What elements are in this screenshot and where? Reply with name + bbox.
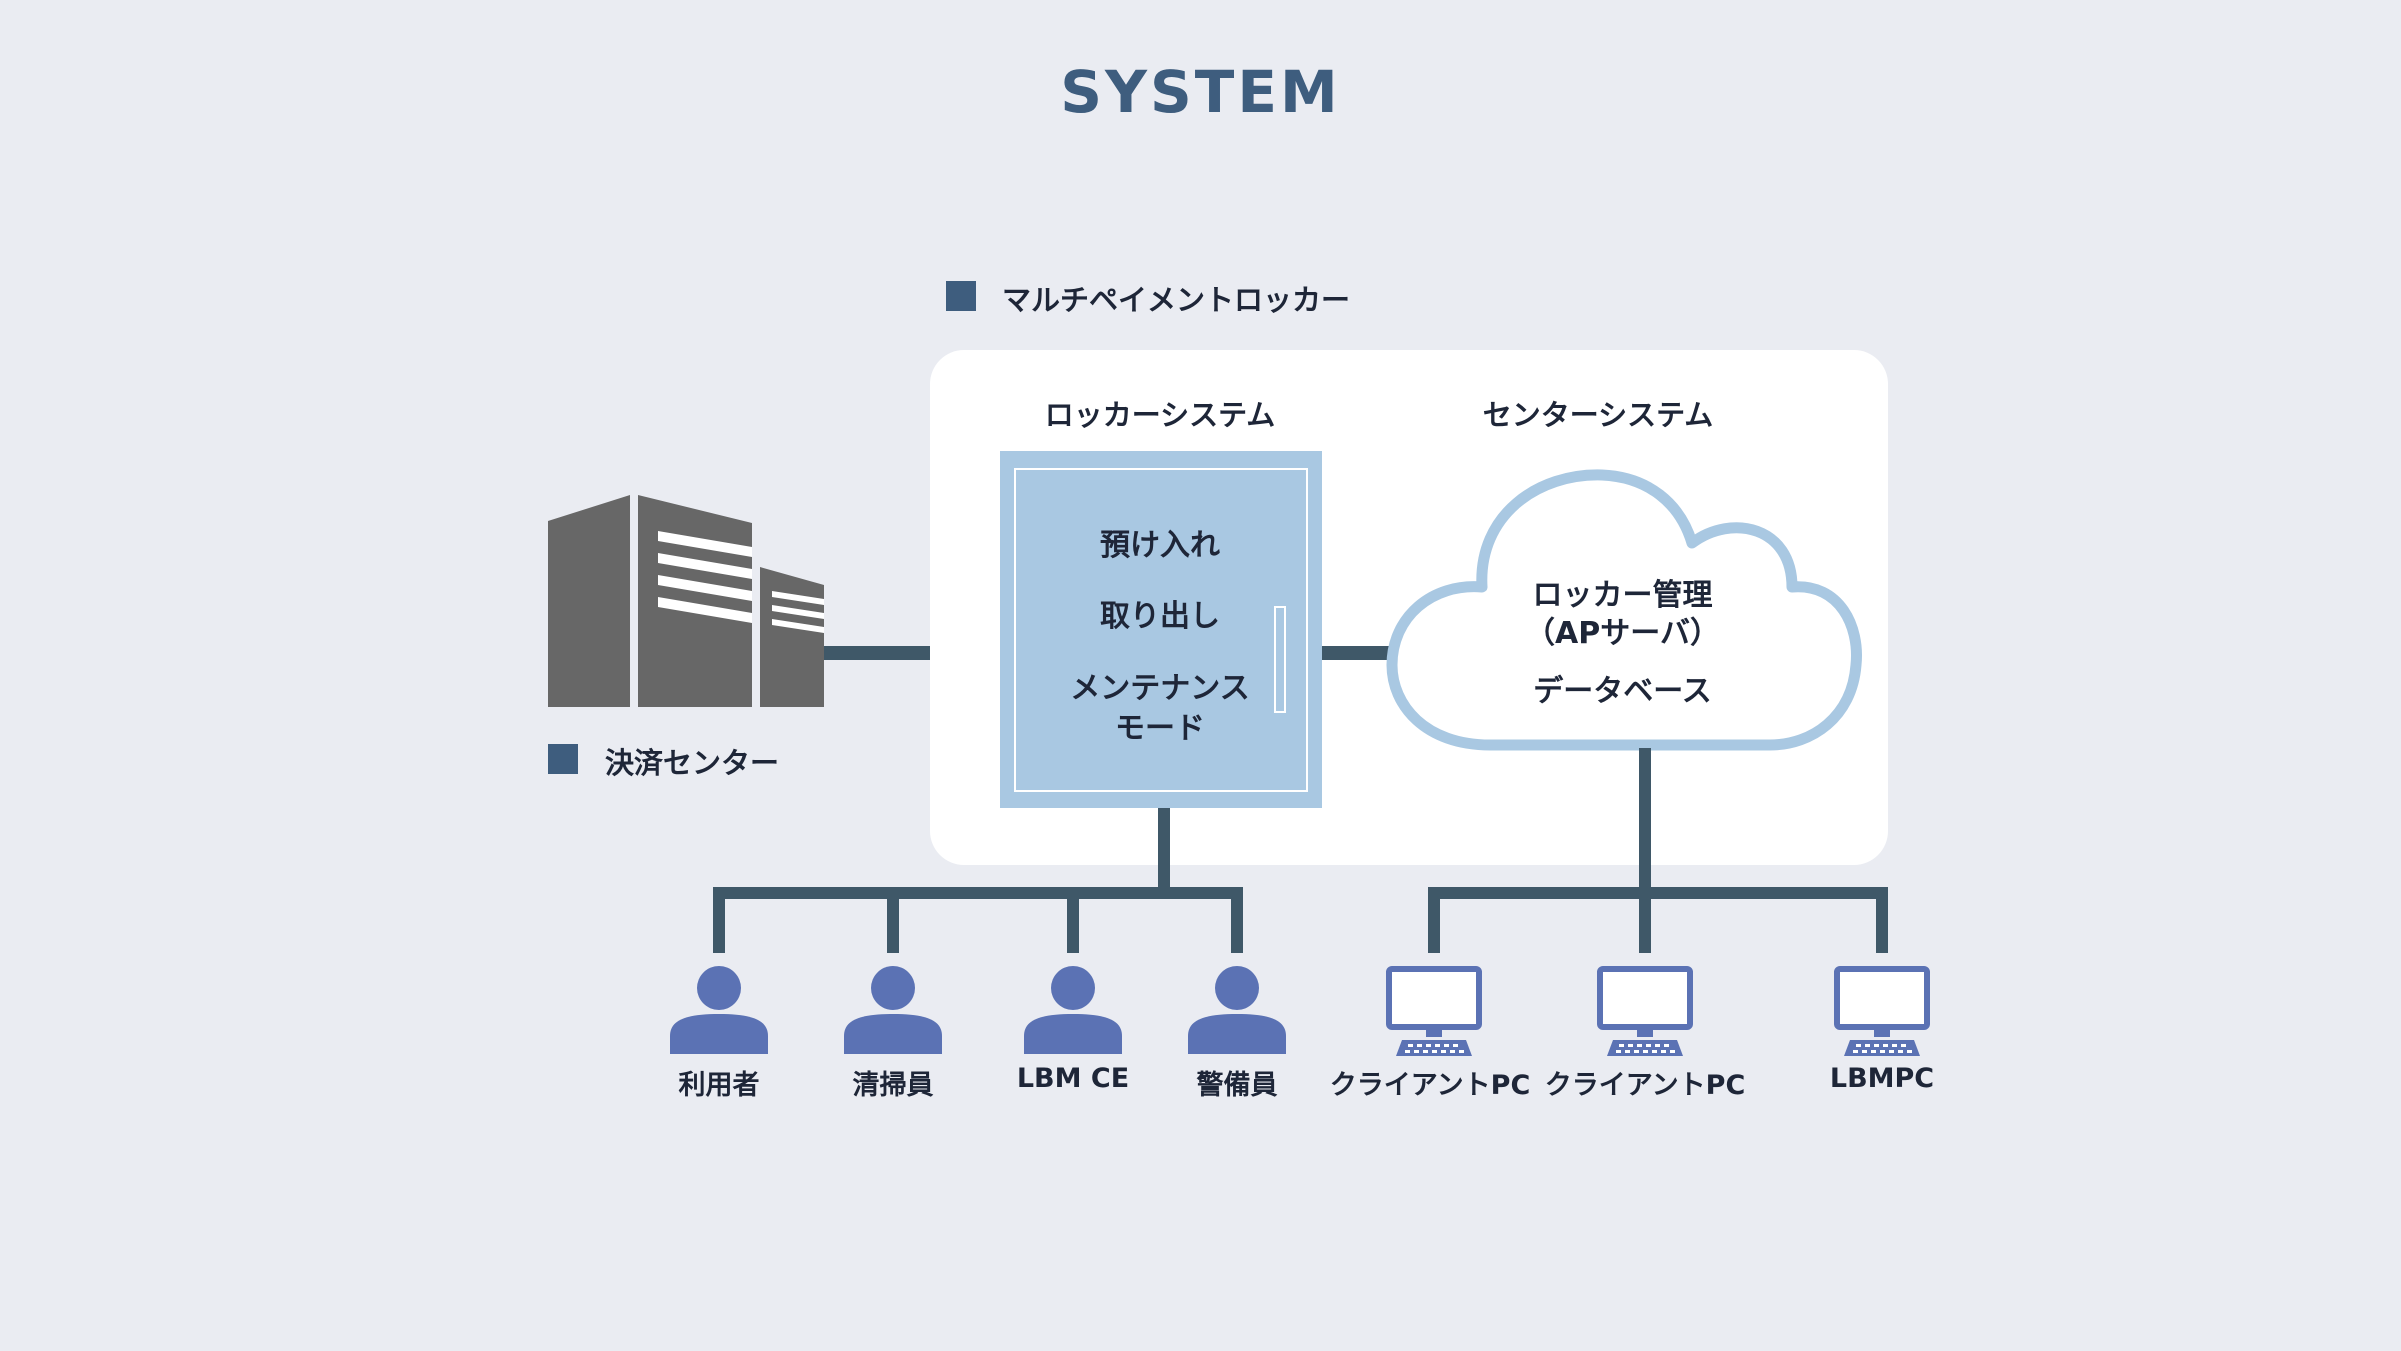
locker-box	[1000, 451, 1322, 808]
connector-line	[713, 887, 1243, 899]
connector-line	[1428, 887, 1440, 953]
connector-line	[1639, 887, 1651, 953]
person-icon	[844, 966, 942, 1054]
building-icon	[548, 495, 824, 707]
computer-icon	[1597, 966, 1693, 1056]
page-title: SYSTEM	[1060, 58, 1341, 126]
computer-icon	[1834, 966, 1930, 1056]
legend-square-icon	[548, 744, 578, 774]
connector-line	[1639, 748, 1651, 892]
connector-line	[713, 887, 725, 953]
security-guard-label: 警備員	[1196, 1070, 1278, 1101]
cloud-icon	[1386, 469, 1862, 751]
person-icon	[1024, 966, 1122, 1054]
cloud-line-apserver: （APサーバ）	[1525, 616, 1720, 651]
cloud-line-database: データベース	[1533, 674, 1712, 709]
client-pc-label: クライアントPC	[1544, 1070, 1746, 1101]
settlement-center-label: 決済センター	[605, 746, 780, 780]
cloud-line-management: ロッカー管理	[1532, 578, 1713, 613]
connector-line	[887, 887, 899, 953]
lbmpc-label: LBMPC	[1829, 1063, 1935, 1094]
locker-door	[1014, 468, 1308, 792]
locker-function-mode: モード	[1115, 711, 1205, 746]
connector-line	[1158, 808, 1170, 892]
locker-system-heading: ロッカーシステム	[1044, 398, 1276, 432]
legend-square-icon	[946, 281, 976, 311]
connector-line	[1428, 887, 1888, 899]
locker-function-deposit: 預け入れ	[1100, 528, 1220, 563]
person-icon	[670, 966, 768, 1054]
connector-line	[1876, 887, 1888, 953]
cleaner-label: 清掃員	[852, 1070, 934, 1101]
connector-line	[824, 646, 930, 660]
lbm-ce-label: LBM CE	[1016, 1063, 1130, 1094]
connector-line	[1067, 887, 1079, 953]
center-system-heading: センターシステム	[1482, 398, 1714, 432]
computer-icon	[1386, 966, 1482, 1056]
connector-line	[1322, 646, 1390, 660]
connector-line	[1231, 887, 1243, 953]
locker-handle-icon	[1274, 606, 1286, 713]
user-label: 利用者	[678, 1070, 760, 1101]
locker-function-maintenance: メンテナンス	[1070, 671, 1250, 706]
locker-function-withdraw: 取り出し	[1100, 599, 1220, 634]
client-pc-label: クライアントPC	[1329, 1070, 1531, 1101]
person-icon	[1188, 966, 1286, 1054]
multipayment-locker-label: マルチペイメントロッカー	[1002, 283, 1351, 317]
